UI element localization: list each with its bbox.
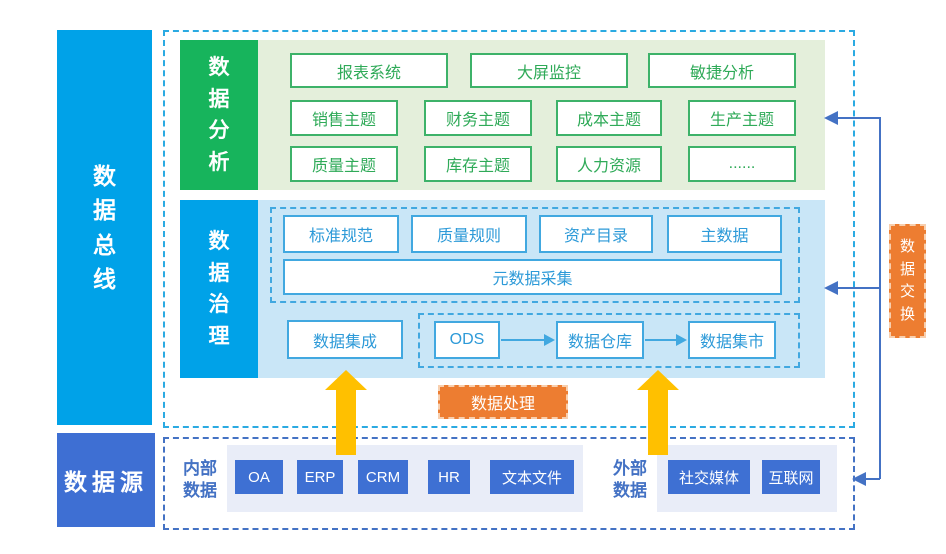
theme-label: 生产主题 xyxy=(709,112,774,129)
ods-box: ODS xyxy=(434,321,500,359)
theme-label: 人力资源 xyxy=(576,158,641,175)
rule-label: 资产目录 xyxy=(563,228,628,245)
theme-label: 成本主题 xyxy=(576,112,641,129)
pipeline-label: 数据仓库 xyxy=(567,334,632,351)
data-bus-label: 数据总线 xyxy=(93,162,116,293)
integration-label: 数据集成 xyxy=(312,333,377,351)
data-warehouse-box: 数据仓库 xyxy=(556,321,644,359)
processing-label: 数据处理 xyxy=(470,396,535,413)
analysis-theme-box: 成本主题 xyxy=(556,100,662,136)
governance-rules-group xyxy=(270,207,800,303)
rule-label: 质量规则 xyxy=(436,228,501,245)
source-label: OA xyxy=(248,468,270,486)
metadata-label: 元数据采集 xyxy=(492,271,573,288)
external-data-label: 外部数据 xyxy=(613,458,647,500)
analysis-app-box: 报表系统 xyxy=(290,53,448,88)
governance-rule-box: 标准规范 xyxy=(283,215,399,253)
analysis-theme-box: 质量主题 xyxy=(290,146,398,182)
analysis-label: 数据分析 xyxy=(208,56,230,174)
internal-data-label-box: 内部数据 xyxy=(172,455,228,505)
analysis-theme-box: 库存主题 xyxy=(424,146,532,182)
source-system-box: HR xyxy=(428,460,470,494)
warehouse-pipeline-group xyxy=(418,313,800,368)
external-data-label-box: 外部数据 xyxy=(602,455,658,505)
source-label: 互联网 xyxy=(768,469,814,487)
internal-data-label: 内部数据 xyxy=(183,458,217,500)
analysis-app-box: 敏捷分析 xyxy=(648,53,796,88)
source-label: 文本文件 xyxy=(501,469,562,487)
theme-label: 财务主题 xyxy=(445,112,510,129)
data-bus-bar: 数据总线 xyxy=(57,30,152,425)
analysis-section-label-box: 数据分析 xyxy=(180,40,258,190)
metadata-collection-box: 元数据采集 xyxy=(283,259,782,295)
app-label: 报表系统 xyxy=(336,64,401,82)
governance-rule-box: 资产目录 xyxy=(539,215,653,253)
source-system-box: 文本文件 xyxy=(490,460,574,494)
analysis-theme-box: 生产主题 xyxy=(688,100,796,136)
analysis-app-box: 大屏监控 xyxy=(470,53,628,88)
governance-rule-box: 质量规则 xyxy=(411,215,527,253)
data-mart-box: 数据集市 xyxy=(688,321,776,359)
governance-label: 数据治理 xyxy=(208,230,230,348)
data-processing-box: 数据处理 xyxy=(438,385,568,419)
pipeline-label: 数据集市 xyxy=(699,334,764,351)
source-label: 社交媒体 xyxy=(678,469,739,487)
app-label: 敏捷分析 xyxy=(689,64,754,82)
analysis-theme-box: 财务主题 xyxy=(424,100,532,136)
source-label: CRM xyxy=(365,468,401,486)
theme-label: 质量主题 xyxy=(311,158,376,175)
source-label: HR xyxy=(438,468,460,486)
data-source-label: 数据源 xyxy=(64,469,148,495)
rule-label: 主数据 xyxy=(700,228,749,245)
source-system-box: ERP xyxy=(297,460,343,494)
pipeline-label: ODS xyxy=(449,331,485,348)
theme-label: ...... xyxy=(728,155,756,172)
source-system-box: 互联网 xyxy=(762,460,820,494)
exchange-label: 数据交换 xyxy=(899,238,915,323)
data-integration-box: 数据集成 xyxy=(287,320,403,359)
source-label: ERP xyxy=(304,468,336,486)
data-exchange-box: 数据交换 xyxy=(889,224,926,338)
app-label: 大屏监控 xyxy=(516,64,581,82)
analysis-theme-box: ...... xyxy=(688,146,796,182)
source-system-box: OA xyxy=(235,460,283,494)
theme-label: 库存主题 xyxy=(445,158,510,175)
analysis-theme-box: 销售主题 xyxy=(290,100,398,136)
source-system-box: CRM xyxy=(358,460,408,494)
source-system-box: 社交媒体 xyxy=(668,460,750,494)
theme-label: 销售主题 xyxy=(311,112,376,129)
analysis-theme-box: 人力资源 xyxy=(556,146,662,182)
governance-section-label-box: 数据治理 xyxy=(180,200,258,378)
data-source-bar: 数据源 xyxy=(57,433,155,527)
governance-rule-box: 主数据 xyxy=(667,215,782,253)
rule-label: 标准规范 xyxy=(308,228,373,245)
